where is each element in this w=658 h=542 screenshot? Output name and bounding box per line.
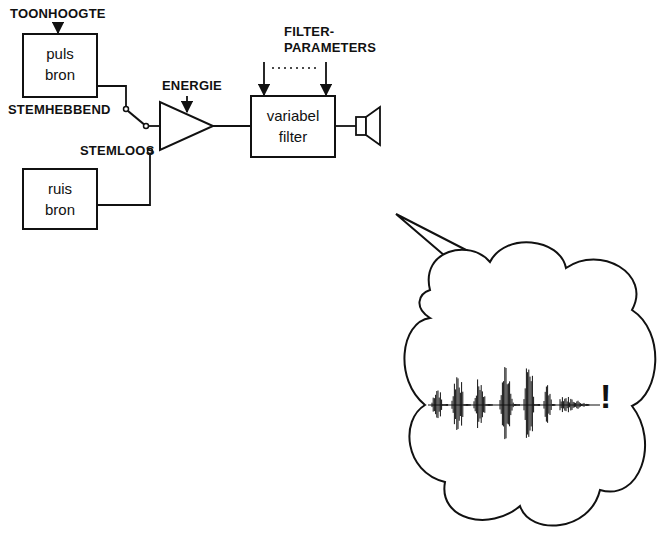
signal-label: TOONHOOGTE bbox=[10, 6, 106, 22]
waveform-stroke bbox=[545, 392, 546, 417]
waveform-stroke bbox=[503, 381, 504, 426]
waveform-stroke bbox=[504, 367, 505, 439]
wire bbox=[148, 125, 160, 127]
switch-pivot bbox=[144, 124, 149, 129]
waveform-stroke bbox=[456, 377, 457, 430]
box-label: variabel filter bbox=[267, 105, 320, 147]
waveform-stroke bbox=[526, 368, 527, 437]
signal-label: STEMHEBBEND bbox=[8, 102, 111, 118]
source-box: ruis bron bbox=[22, 168, 98, 230]
wire bbox=[336, 125, 356, 127]
waveform-stroke bbox=[436, 391, 437, 418]
waveform-stroke bbox=[462, 392, 463, 417]
waveform-stroke bbox=[530, 377, 531, 431]
speaker-symbol bbox=[366, 107, 380, 145]
waveform-stroke bbox=[546, 387, 547, 422]
source-box: variabel filter bbox=[250, 95, 336, 158]
waveform-stroke bbox=[509, 381, 510, 426]
waveform-stroke bbox=[506, 368, 507, 438]
waveform-stroke bbox=[547, 385, 548, 423]
waveform-stroke bbox=[532, 376, 533, 431]
signal-label: FILTER- PARAMETERS bbox=[284, 24, 376, 56]
waveform-stroke bbox=[438, 390, 439, 418]
waveform-stroke bbox=[507, 384, 508, 423]
energy-arrow bbox=[186, 96, 188, 112]
waveform-stroke bbox=[508, 383, 509, 424]
waveform-stroke bbox=[480, 390, 481, 419]
waveform-stroke bbox=[525, 388, 526, 420]
switch-blade bbox=[128, 111, 146, 126]
speech-cloud bbox=[404, 242, 655, 525]
amplifier-symbol bbox=[160, 102, 213, 150]
wire bbox=[98, 153, 150, 205]
waveform-stroke bbox=[502, 382, 503, 425]
waveform-stroke bbox=[458, 378, 459, 429]
waveform-stroke bbox=[478, 386, 479, 421]
switch-contact bbox=[124, 107, 129, 112]
exclamation-mark: ! bbox=[600, 378, 612, 414]
waveform-stroke bbox=[460, 393, 461, 416]
parameter-arrow bbox=[325, 62, 327, 95]
waveform-stroke bbox=[461, 382, 462, 426]
waveform-stroke bbox=[481, 385, 482, 423]
waveform-stroke bbox=[454, 384, 455, 424]
speaker-symbol bbox=[356, 117, 366, 135]
source-box: puls bron bbox=[22, 33, 98, 98]
speech-waveform bbox=[428, 367, 600, 439]
waveform-stroke bbox=[482, 391, 483, 417]
wire bbox=[213, 125, 250, 127]
waveform-stroke bbox=[459, 388, 460, 421]
pitch-arrow bbox=[57, 24, 59, 33]
waveform-stroke bbox=[440, 392, 441, 416]
dotted-line bbox=[272, 67, 320, 69]
signal-label: STEMLOOS bbox=[80, 143, 155, 159]
waveform-stroke bbox=[528, 370, 529, 437]
parameter-arrow bbox=[263, 62, 265, 95]
waveform-axis bbox=[428, 404, 600, 405]
waveform-stroke bbox=[531, 381, 532, 426]
waveform-stroke bbox=[527, 372, 528, 434]
waveform-stroke bbox=[455, 389, 456, 419]
signal-label: ENERGIE bbox=[162, 78, 222, 94]
box-label: ruis bron bbox=[45, 178, 75, 220]
box-label: puls bron bbox=[45, 43, 75, 85]
waveform-stroke bbox=[477, 379, 478, 428]
